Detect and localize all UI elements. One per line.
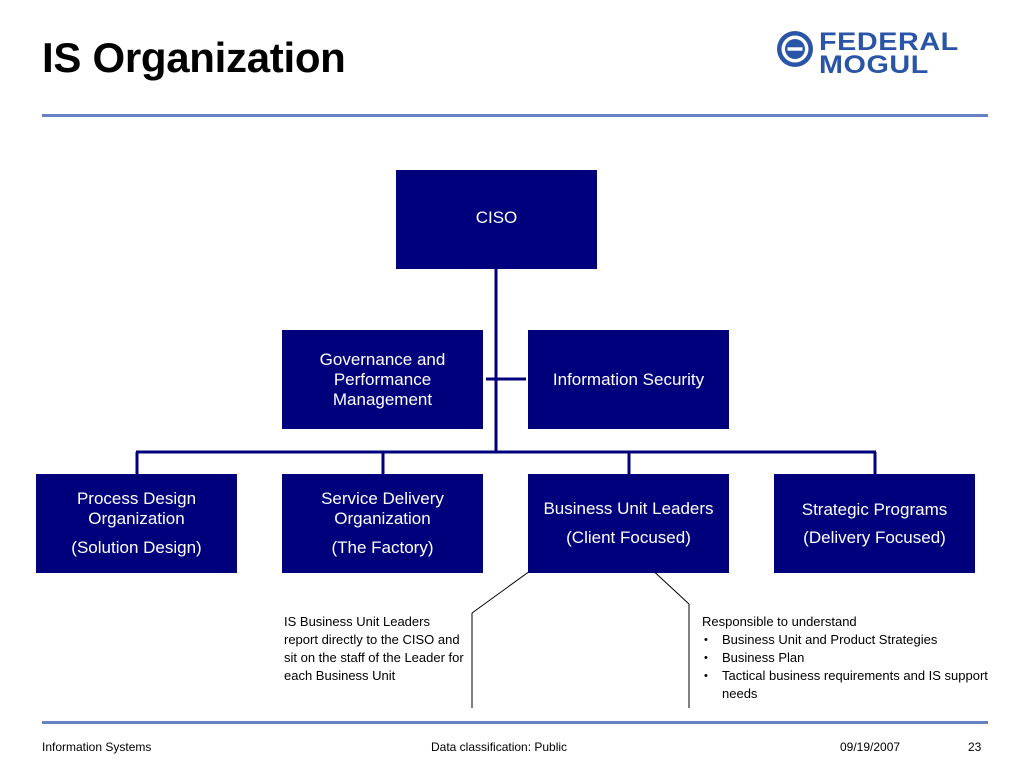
service-delivery-box: Service Delivery Organization (The Facto… [282, 474, 483, 573]
business-unit-leaders-label: Business Unit Leaders [543, 499, 714, 518]
process-design-sub: (Solution Design) [71, 538, 202, 557]
process-design-box: Process Design Organization (Solution De… [36, 474, 237, 573]
logo-wordmark: FEDERAL MOGUL [819, 28, 959, 79]
governance-label: Governance and Performance Management [319, 349, 446, 409]
footer-page-number: 23 [968, 740, 982, 754]
title-divider [42, 114, 988, 117]
federal-mogul-emblem-icon [777, 31, 813, 67]
ciso-box: CISO [396, 170, 597, 269]
callout-right-list: Business Unit and Product Strategies Bus… [702, 631, 992, 703]
callout-bullet: Business Plan [702, 649, 992, 667]
strategic-programs-box: Strategic Programs (Delivery Focused) [774, 474, 975, 573]
process-design-label: Process Design Organization [76, 489, 197, 528]
slide-title: IS Organization [42, 34, 346, 81]
service-delivery-sub: (The Factory) [331, 538, 434, 557]
strategic-programs-label: Strategic Programs [801, 499, 948, 519]
callout-right: Responsible to understand Business Unit … [702, 613, 992, 703]
callout-bullet: Business Unit and Product Strategies [702, 631, 992, 649]
footer-divider [42, 721, 988, 724]
callout-bullet: Tactical business requirements and IS su… [702, 667, 992, 703]
footer-date: 09/19/2007 [840, 740, 901, 754]
business-unit-leaders-sub: (Client Focused) [566, 528, 691, 547]
business-unit-leaders-box: Business Unit Leaders (Client Focused) [528, 474, 729, 573]
footer-department: Information Systems [42, 740, 152, 754]
information-security-box: Information Security [528, 330, 729, 429]
ciso-label: CISO [475, 208, 518, 227]
strategic-programs-sub: (Delivery Focused) [803, 527, 946, 547]
callout-right-intro: Responsible to understand [702, 614, 857, 629]
federal-mogul-logo: FEDERAL MOGUL [775, 28, 990, 84]
footer-classification: Data classification: Public [431, 740, 568, 754]
service-delivery-label: Service Delivery Organization [321, 489, 444, 528]
information-security-label: Information Security [552, 369, 705, 389]
callout-left-text: IS Business Unit Leaders report directly… [284, 614, 464, 683]
governance-box: Governance and Performance Management [282, 330, 483, 429]
